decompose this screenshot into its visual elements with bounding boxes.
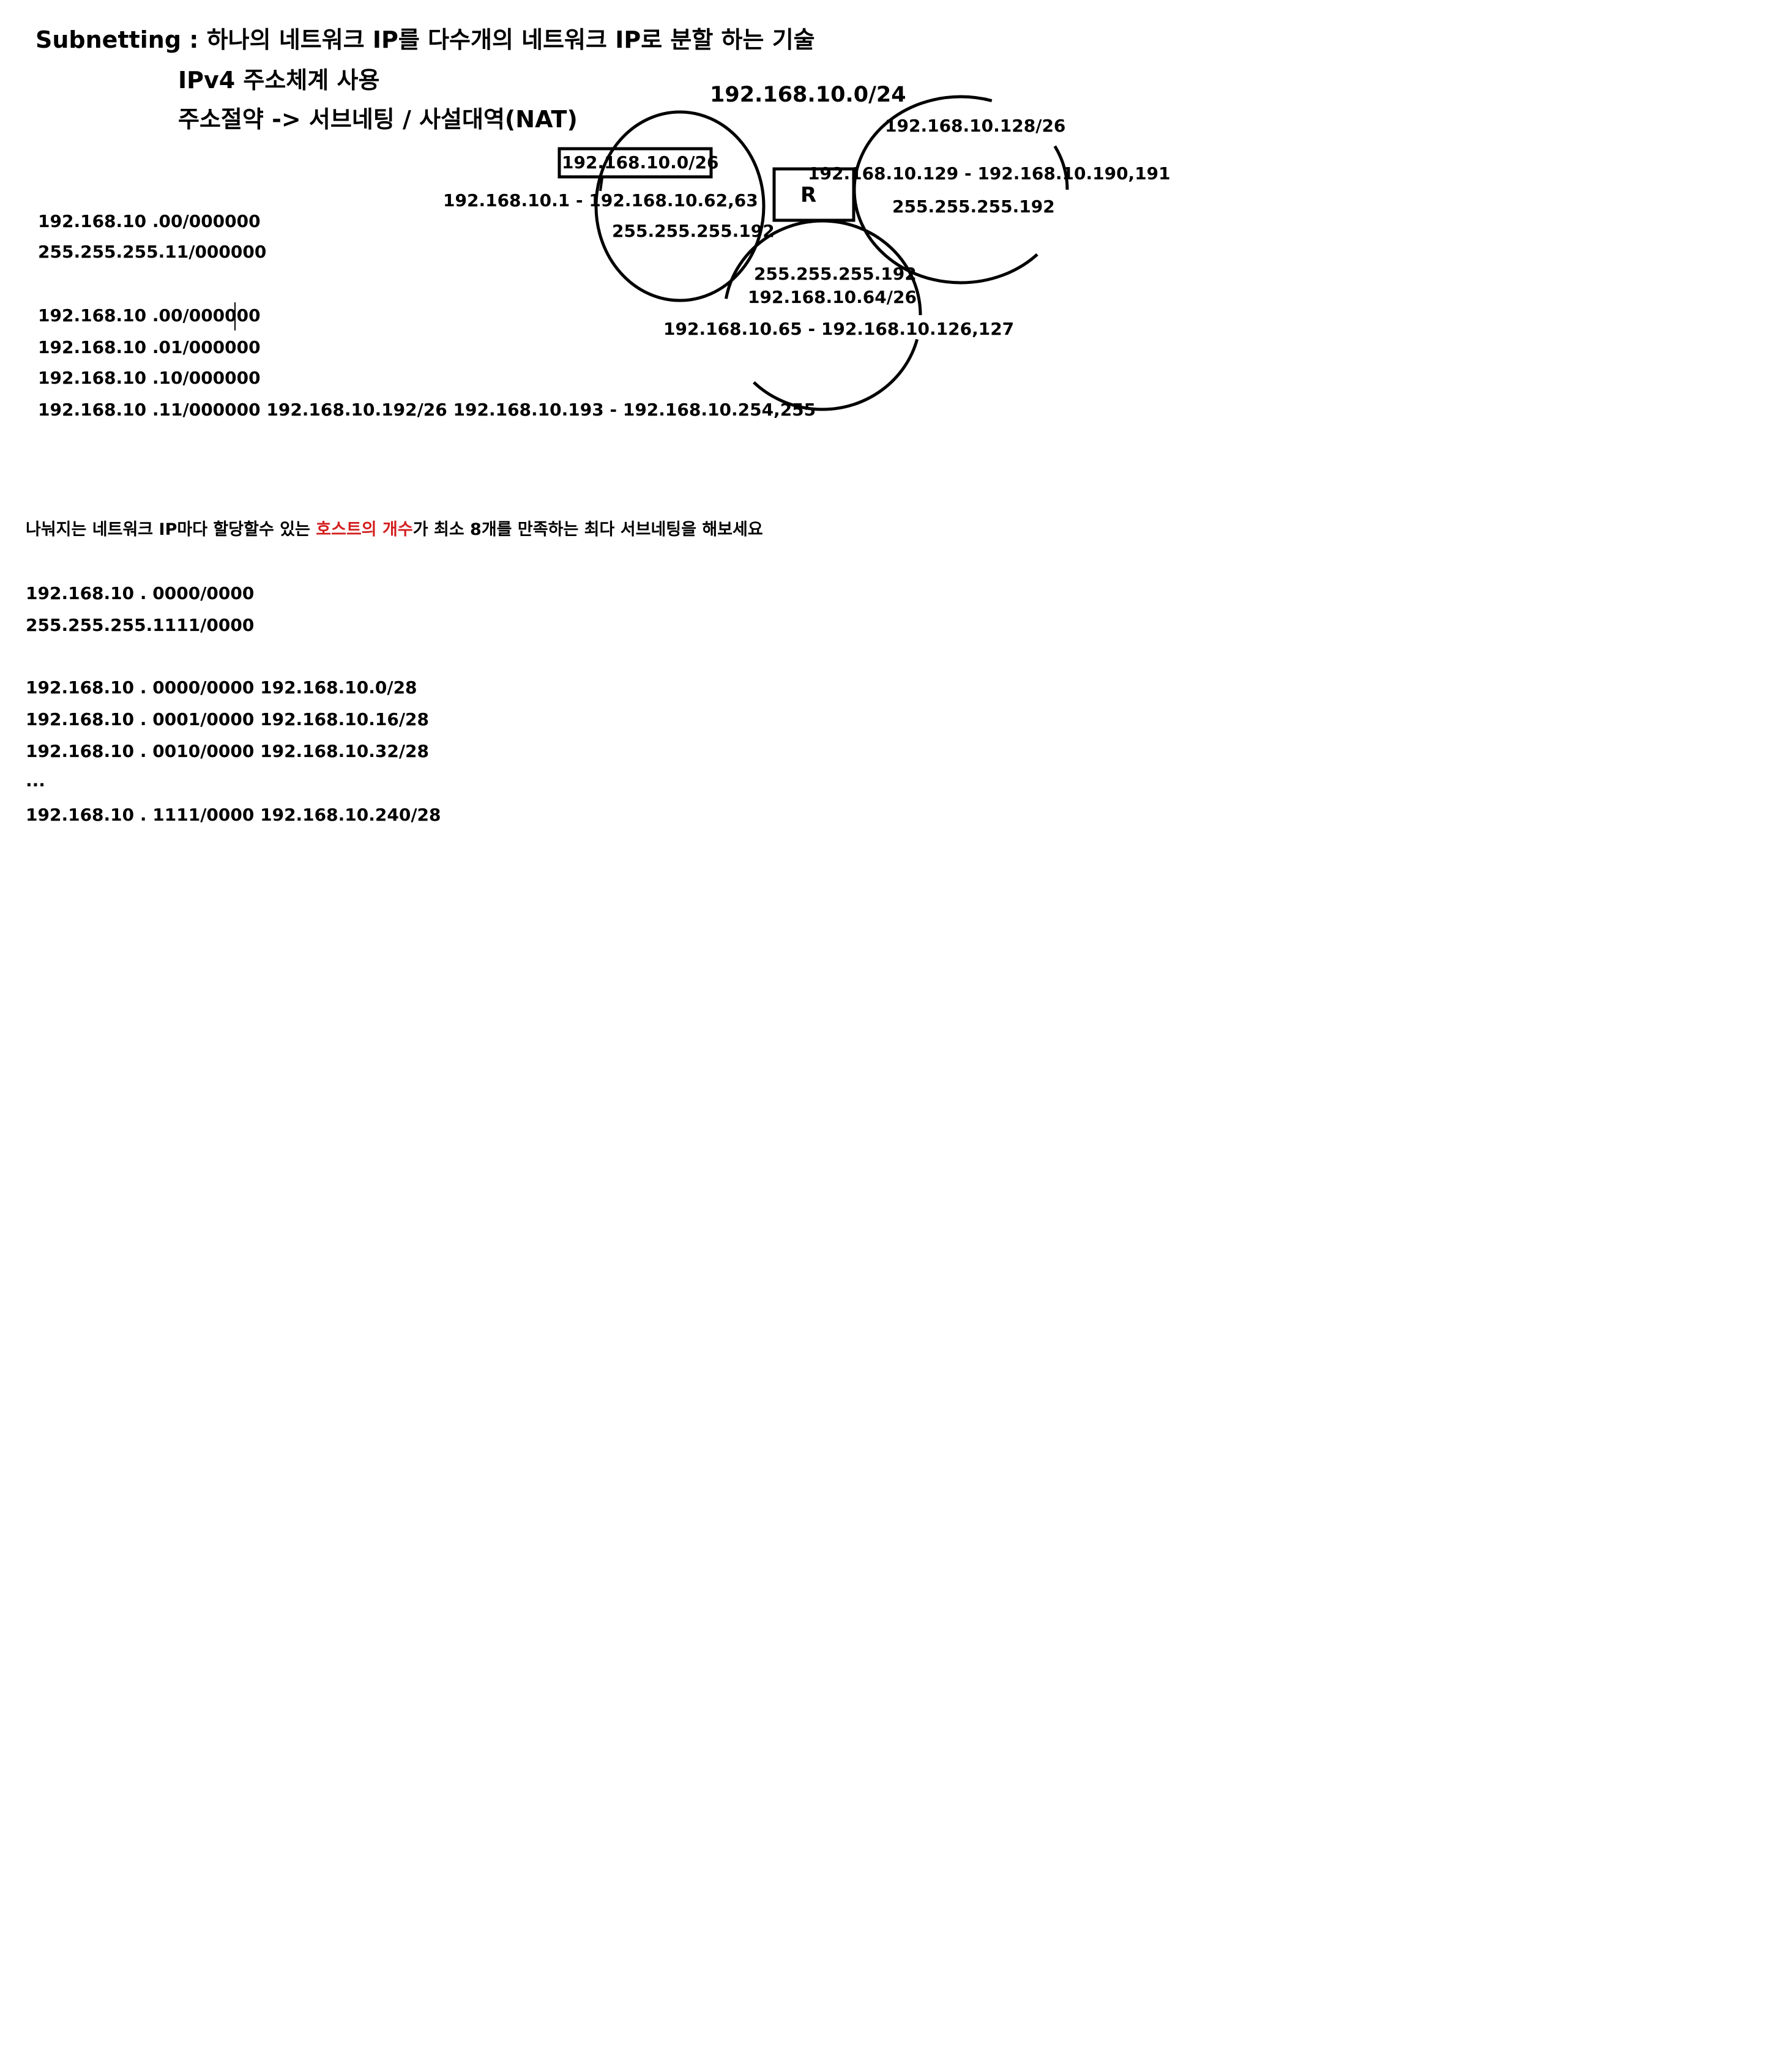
subnet-a-network: 192.168.10.0/26 <box>562 152 719 173</box>
subnet-a-connector <box>599 177 603 192</box>
binary-row: 192.168.10 .10/000000 <box>38 368 261 388</box>
network-label: 192.168.10.0/24 <box>710 83 906 107</box>
subnet-a-mask: 255.255.255.192 <box>612 221 775 241</box>
exercise-mask-line: 255.255.255.1111/0000 <box>26 615 255 635</box>
question-highlight: 호스트의 개수 <box>316 520 413 539</box>
binary-mask-line: 255.255.255.11/000000 <box>38 242 267 262</box>
exercise-row: 192.168.10 . 0001/0000 192.168.10.16/28 <box>26 709 430 729</box>
subnet-b-range: 192.168.10.129 - 192.168.10.190,191 <box>808 163 1171 184</box>
header-line-2: IPv4 주소체계 사용 <box>178 67 380 94</box>
exercise-ip-line: 192.168.10 . 0000/0000 <box>26 583 255 603</box>
subnet-a-range: 192.168.10.1 - 192.168.10.62,63 <box>443 190 758 211</box>
header-line-3: 주소절약 -> 서브네팅 / 사설대역(NAT) <box>178 106 578 133</box>
subnet-c-network: 192.168.10.64/26 <box>748 287 917 307</box>
subnet-b-network: 192.168.10.128/26 <box>885 116 1066 136</box>
router-box <box>772 167 856 222</box>
subnet-c-range: 192.168.10.65 - 192.168.10.126,127 <box>663 319 1015 339</box>
subnet-b-mask: 255.255.255.192 <box>892 196 1055 217</box>
binary-row: 192.168.10 .11/000000 192.168.10.192/26 … <box>38 400 816 420</box>
subnet-c-circle <box>723 219 922 411</box>
exercise-ellipsis: ... <box>26 770 45 791</box>
text-cursor <box>234 302 236 330</box>
exercise-row: 192.168.10 . 1111/0000 192.168.10.240/28 <box>26 805 441 825</box>
subnet-c-mask: 255.255.255.192 <box>754 264 917 284</box>
exercise-question: 나눠지는 네트워크 IP마다 할당할수 있는 호스트의 개수가 최소 8개를 만… <box>26 521 763 538</box>
exercise-row: 192.168.10 . 0000/0000 192.168.10.0/28 <box>26 677 417 698</box>
exercise-row: 192.168.10 . 0010/0000 192.168.10.32/28 <box>26 741 430 761</box>
question-part-2: 가 최소 8개를 만족하는 최다 서브네팅을 해보세요 <box>412 520 763 539</box>
binary-ip-line: 192.168.10 .00/000000 <box>38 211 261 231</box>
title-line: Subnetting : 하나의 네트워크 IP를 다수개의 네트워크 IP로 … <box>35 26 815 53</box>
subnet-a-network-box <box>557 147 713 179</box>
binary-row: 192.168.10 .00/000000 <box>38 305 261 326</box>
binary-row: 192.168.10 .01/000000 <box>38 337 261 357</box>
router-label: R <box>800 183 817 207</box>
question-part-1: 나눠지는 네트워크 IP마다 할당할수 있는 <box>26 520 316 539</box>
subnet-a-circle <box>594 110 766 302</box>
